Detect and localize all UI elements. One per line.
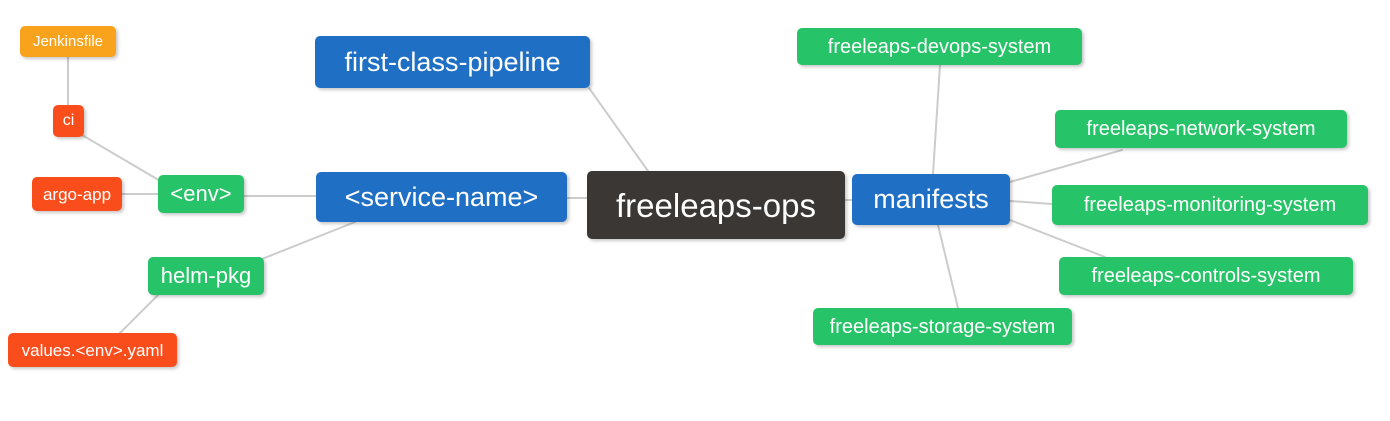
- node-jenkinsfile[interactable]: Jenkinsfile: [20, 26, 116, 57]
- edge-manifests--freeleaps-monitoring-system: [1009, 200, 1053, 205]
- edge-first-class-pipeline--freeleaps-ops: [588, 87, 649, 172]
- node-ci[interactable]: ci: [53, 105, 84, 137]
- node-freeleaps-monitoring-system[interactable]: freeleaps-monitoring-system: [1052, 185, 1368, 225]
- node-freeleaps-network-system[interactable]: freeleaps-network-system: [1055, 110, 1347, 148]
- edge-values-env-yaml--helm-pkg: [119, 294, 159, 334]
- edge-manifests--freeleaps-controls-system: [1009, 219, 1106, 258]
- node-service-name[interactable]: <service-name>: [316, 172, 567, 222]
- node-manifests[interactable]: manifests: [852, 174, 1010, 225]
- node-helm-pkg[interactable]: helm-pkg: [148, 257, 264, 295]
- node-argo-app[interactable]: argo-app: [32, 177, 122, 211]
- edge-manifests--freeleaps-devops-system: [932, 64, 941, 175]
- node-freeleaps-storage-system[interactable]: freeleaps-storage-system: [813, 308, 1072, 345]
- node-freeleaps-ops[interactable]: freeleaps-ops: [587, 171, 845, 239]
- node-first-class-pipeline[interactable]: first-class-pipeline: [315, 36, 590, 88]
- node-freeleaps-devops-system[interactable]: freeleaps-devops-system: [797, 28, 1082, 65]
- node-freeleaps-controls-system[interactable]: freeleaps-controls-system: [1059, 257, 1353, 295]
- edge-ci--env: [81, 134, 163, 183]
- node-values-env-yaml[interactable]: values.<env>.yaml: [8, 333, 177, 367]
- edge-manifests--freeleaps-storage-system: [937, 224, 959, 309]
- edge-helm-pkg--service-name: [261, 221, 356, 260]
- node-env[interactable]: <env>: [158, 175, 244, 213]
- edge-manifests--freeleaps-network-system: [1009, 149, 1123, 183]
